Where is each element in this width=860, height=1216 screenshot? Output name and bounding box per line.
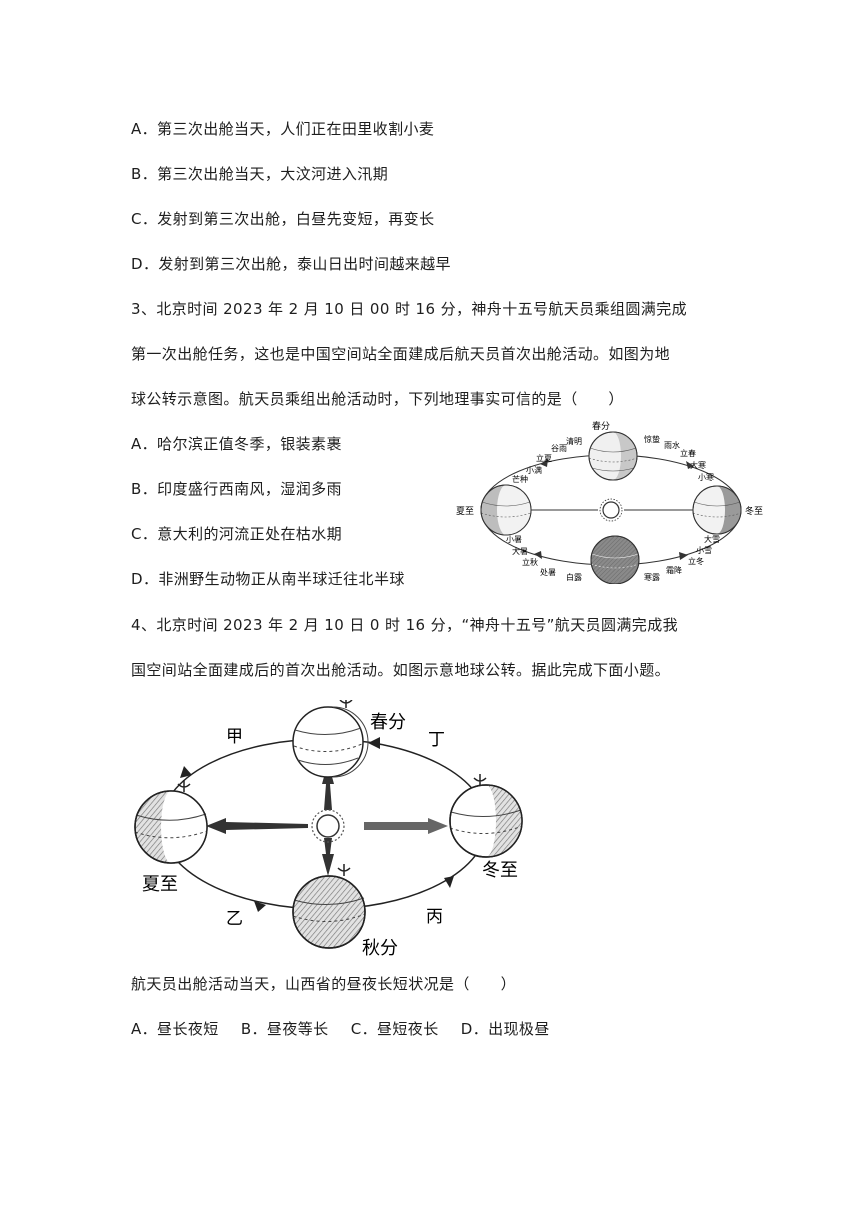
label-spring: 春分: [592, 420, 610, 432]
orbit-arrow-icon: [368, 737, 380, 749]
label-ding: 丁: [428, 730, 445, 750]
q3-option-d: D．非洲野生动物正从南半球迁往北半球: [131, 570, 405, 588]
globe-winter: [449, 774, 523, 858]
q4-stem-line-1: 4、北京时间 2023 年 2 月 10 日 0 时 16 分，“神舟十五号”航…: [131, 616, 679, 634]
label-bailu: 白露: [566, 572, 582, 582]
globe-spring: [292, 700, 369, 778]
label-xiaoman: 小满: [526, 465, 542, 475]
q3-orbit-diagram: 春分 清明 谷雨 立夏 小满 芒种 夏至 惊蛰 雨水 立春 大寒 小寒 冬至 小…: [456, 420, 763, 584]
label-winter: 冬至: [745, 505, 763, 517]
label-xiaohan: 小寒: [698, 472, 714, 482]
label-lidong: 立冬: [688, 556, 704, 566]
orbit-arrow-icon: [180, 766, 192, 778]
globe-autumn: [590, 535, 640, 584]
globe-winter: [692, 485, 742, 535]
q3-stem-line-2: 第一次出舱任务，这也是中国空间站全面建成后航天员首次出舱活动。如图为地: [131, 345, 671, 363]
q3-stem-line-1: 3、北京时间 2023 年 2 月 10 日 00 时 16 分，神舟十五号航天…: [131, 300, 688, 318]
q4-orbit-diagram: 春分 夏至 冬至 秋分 甲 乙 丙 丁: [134, 700, 523, 958]
label-summer: 夏至: [142, 874, 178, 895]
q4-question: 航天员出舱活动当天，山西省的昼夜长短状况是（ ）: [131, 975, 517, 993]
label-shuangjiang: 霜降: [666, 565, 682, 575]
label-winter: 冬至: [482, 860, 518, 881]
globe-summer: [134, 780, 208, 864]
label-liqiu: 立秋: [522, 557, 538, 567]
globe-summer: [480, 484, 532, 536]
label-mangzhong: 芒种: [512, 474, 528, 484]
sun-icon: [311, 809, 345, 843]
label-hanlu: 寒露: [644, 572, 660, 582]
label-summer: 夏至: [456, 506, 474, 517]
orbit-arrow-icon: [534, 551, 542, 559]
label-dashu: 大暑: [512, 546, 528, 556]
q2-option-c: C．发射到第三次出舱，白昼先变短，再变长: [131, 210, 435, 228]
orbit-arrow-icon: [686, 461, 694, 469]
label-bing: 丙: [426, 907, 443, 927]
q4-choices: A．昼长夜短 B．昼夜等长 C．昼短夜长 D．出现极昼: [131, 1018, 567, 1039]
orbit-arrow-icon: [444, 876, 454, 888]
orbit-arrow-icon: [540, 459, 548, 467]
label-lichun: 立春: [680, 448, 696, 458]
globe-autumn: [292, 864, 366, 949]
sun-arrow-right: [364, 818, 448, 834]
label-jia: 甲: [226, 727, 243, 747]
q4-choice-b: B．昼夜等长: [240, 1020, 329, 1038]
label-autumn: 秋分: [362, 938, 398, 958]
label-guyu: 谷雨: [551, 444, 567, 453]
label-qingming: 清明: [566, 436, 582, 446]
globe-spring: [588, 431, 638, 481]
q2-option-b: B．第三次出舱当天，大汶河进入汛期: [131, 165, 389, 183]
q3-option-c: C．意大利的河流正处在枯水期: [131, 525, 343, 543]
q2-option-a: A．第三次出舱当天，人们正在田里收割小麦: [131, 120, 435, 138]
q3-option-b: B．印度盛行西南风，湿润多雨: [131, 480, 342, 498]
label-xiaoshu: 小暑: [506, 535, 522, 544]
q4-choice-c: C．昼短夜长: [350, 1020, 439, 1038]
label-jingzhe: 惊蛰: [644, 434, 660, 444]
label-yi: 乙: [226, 909, 243, 929]
label-dahan: 大寒: [690, 460, 706, 470]
label-yushui: 雨水: [664, 440, 680, 450]
q4-stem-line-2: 国空间站全面建成后的首次出舱活动。如图示意地球公转。据此完成下面小题。: [131, 661, 671, 679]
label-lixia: 立夏: [536, 453, 552, 463]
orbit-arrow-icon: [679, 552, 688, 560]
label-xiaoxue: 小雪: [696, 546, 712, 555]
sun-arrow-down: [322, 838, 334, 876]
q3-stem-line-3: 球公转示意图。航天员乘组出舱活动时，下列地理事实可信的是（ ）: [131, 390, 624, 408]
sun-arrow-left: [206, 818, 308, 834]
orbit-arrow-icon: [254, 901, 266, 912]
q4-choice-d: D．出现极昼: [460, 1020, 550, 1038]
label-spring: 春分: [370, 712, 406, 733]
q4-choice-a: A．昼长夜短: [131, 1020, 219, 1038]
label-chushu: 处暑: [540, 567, 556, 577]
label-daxue: 大雪: [704, 534, 720, 544]
q2-option-d: D．发射到第三次出舱，泰山日出时间越来越早: [131, 255, 451, 273]
q3-option-a: A．哈尔滨正值冬季，银装素裹: [131, 435, 342, 453]
sun-icon: [599, 498, 623, 522]
